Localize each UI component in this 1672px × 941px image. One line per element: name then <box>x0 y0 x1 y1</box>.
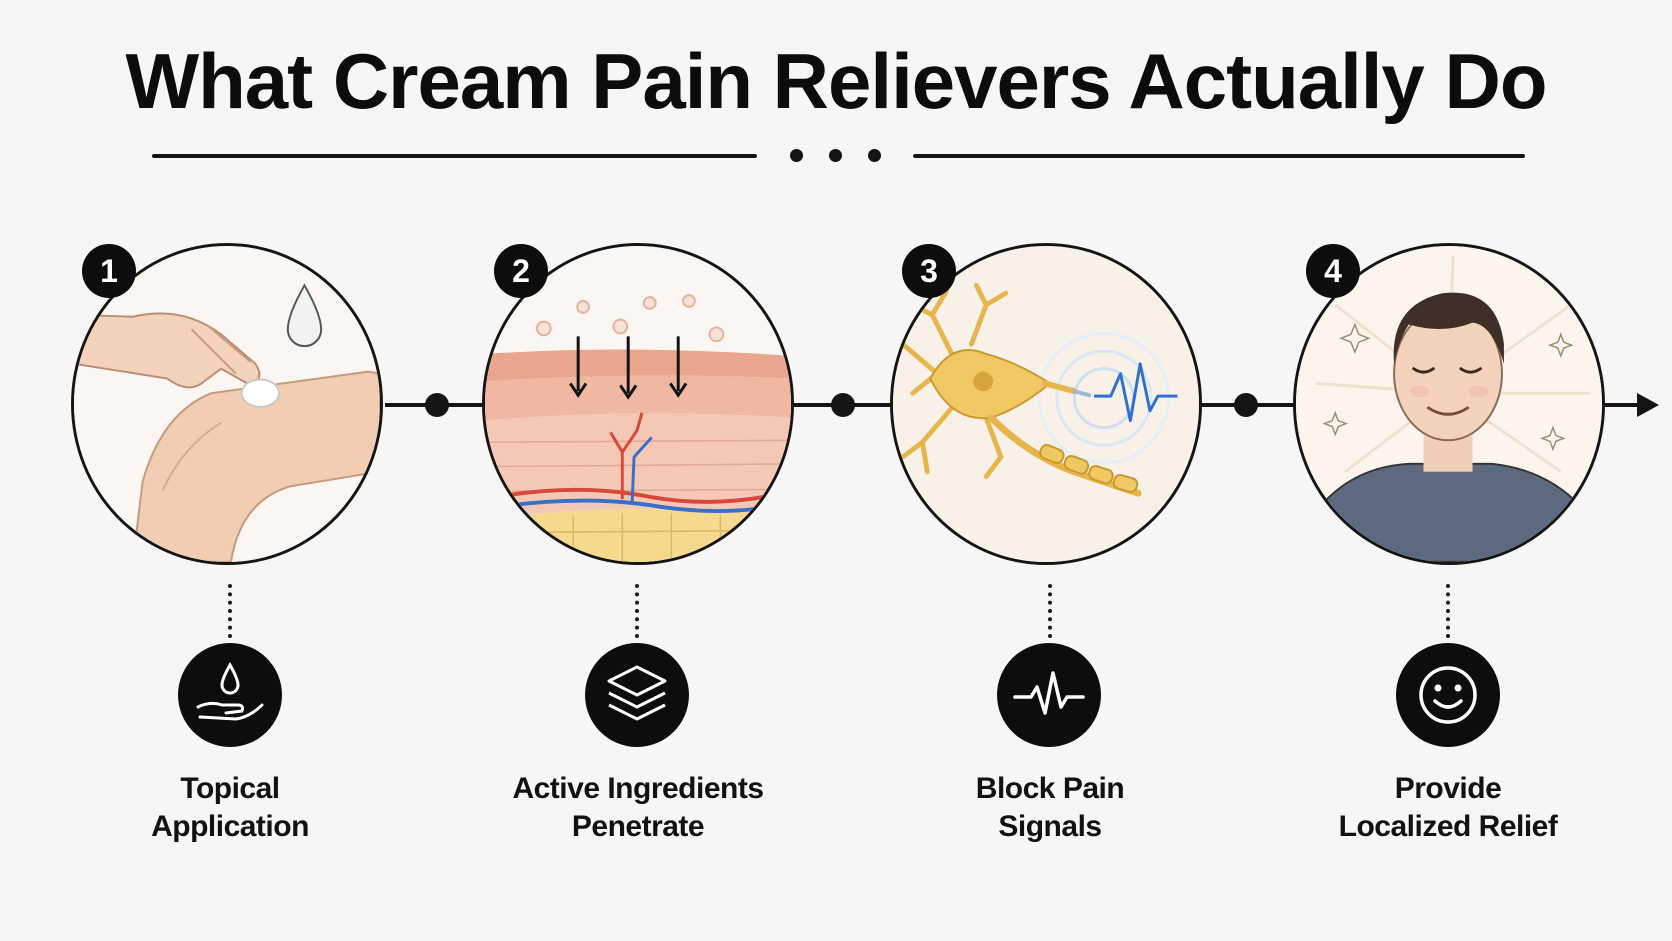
step-3-label-line1: Block Pain <box>975 772 1125 805</box>
step-1-icon-disc <box>178 643 282 747</box>
step-1-illustration <box>71 243 383 565</box>
step-4-dotted-connector <box>1446 584 1450 638</box>
hand-applying-cream-illustration <box>74 246 380 562</box>
step-2-illustration <box>482 243 794 565</box>
title-rule-left <box>152 154 757 158</box>
timeline-connector-dot <box>425 393 449 417</box>
step-4-illustration <box>1293 243 1605 565</box>
pulse-wave-icon <box>1013 671 1085 715</box>
hand-drop-icon <box>196 661 264 721</box>
step-3-label-line2: Signals <box>998 810 1102 843</box>
step-3-label: Block Pain Signals <box>890 770 1210 846</box>
smiley-face-icon <box>1419 666 1477 724</box>
nerve-cell-signal-illustration <box>893 246 1199 562</box>
step-3-number-badge: 3 <box>902 244 956 298</box>
step-2-dotted-connector <box>635 584 639 638</box>
relieved-person-illustration <box>1296 246 1602 562</box>
step-2-label: Active Ingredients Penetrate <box>478 770 798 846</box>
page-title: What Cream Pain Relievers Actually Do <box>125 37 1548 125</box>
step-4-number-badge: 4 <box>1306 244 1360 298</box>
step-1-label: Topical Application <box>70 770 390 846</box>
step-1-dotted-connector <box>228 584 232 638</box>
layers-icon <box>607 665 667 721</box>
step-2-label-line2: Penetrate <box>571 810 705 843</box>
step-1-number-badge: 1 <box>82 244 136 298</box>
step-3-illustration <box>890 243 1202 565</box>
step-4-icon-disc <box>1396 643 1500 747</box>
step-4-label-line2: Localized Relief <box>1338 810 1558 843</box>
step-2-icon-disc <box>585 643 689 747</box>
step-2-number-badge: 2 <box>494 244 548 298</box>
step-4-label: Provide Localized Relief <box>1288 770 1608 846</box>
title-rule-dot <box>868 149 881 162</box>
step-3-icon-disc <box>997 643 1101 747</box>
title-rule-right <box>913 154 1525 158</box>
step-1-label-line2: Application <box>151 810 309 843</box>
step-4-label-line1: Provide <box>1394 772 1502 805</box>
timeline-connector-dot <box>831 393 855 417</box>
step-2-label-line1: Active Ingredients <box>512 772 764 805</box>
timeline-connector-dot <box>1234 393 1258 417</box>
timeline-arrow-head <box>1637 393 1659 417</box>
title-rule-dot <box>790 149 803 162</box>
skin-layers-illustration <box>485 246 791 562</box>
title-rule-dot <box>829 149 842 162</box>
step-3-dotted-connector <box>1048 584 1052 638</box>
step-1-label-line1: Topical <box>180 772 280 805</box>
